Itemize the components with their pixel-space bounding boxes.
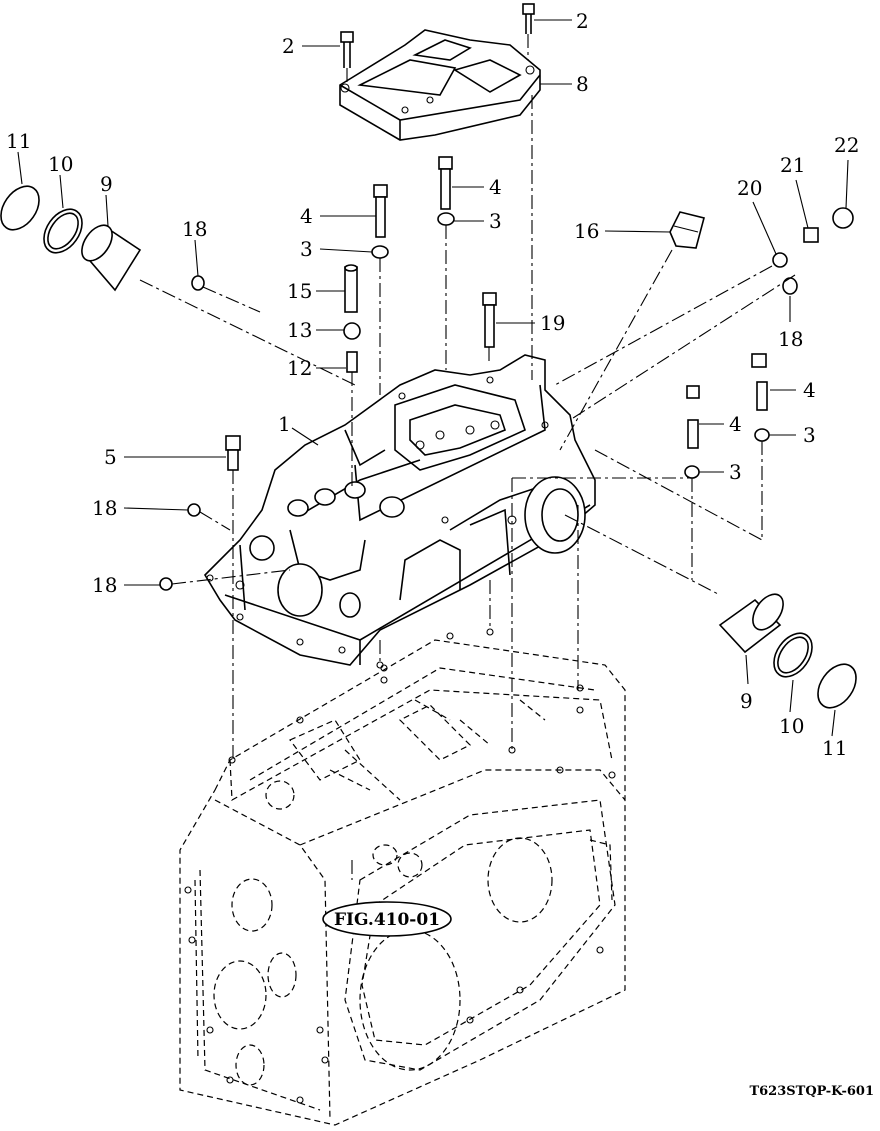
callout-12: 12 [287, 356, 312, 380]
figure-reference-label: FIG.410-01 [334, 910, 440, 930]
callout-9: 9 [740, 689, 753, 713]
callout-18: 18 [778, 327, 803, 351]
callout-3: 3 [300, 237, 313, 261]
callout-10: 10 [48, 152, 73, 176]
callout-9: 9 [100, 172, 113, 196]
callout-4: 4 [729, 412, 742, 436]
callout-11: 11 [822, 736, 847, 760]
callout-4: 4 [300, 204, 313, 228]
callout-1: 1 [278, 412, 291, 436]
callout-8: 8 [576, 72, 589, 96]
callout-22: 22 [834, 133, 859, 157]
callout-3: 3 [489, 209, 502, 233]
callout-3: 3 [803, 423, 816, 447]
transmission-case-outline [179, 628, 626, 1126]
hardware-parts [0, 3, 857, 709]
figure-code: T623STQP-K-601 [749, 1084, 874, 1099]
callout-2: 2 [282, 34, 295, 58]
callout-10: 10 [779, 714, 804, 738]
main-housing [203, 354, 596, 669]
callout-20: 20 [737, 176, 762, 200]
assembly-centerlines [139, 34, 796, 880]
callout-11: 11 [6, 129, 31, 153]
callout-3: 3 [729, 460, 742, 484]
callout-18: 18 [92, 573, 117, 597]
callout-2: 2 [576, 9, 589, 33]
top-cover [339, 29, 541, 141]
callout-5: 5 [104, 445, 117, 469]
callout-13: 13 [287, 318, 312, 342]
callout-21: 21 [780, 153, 805, 177]
callout-18: 18 [92, 496, 117, 520]
callout-4: 4 [489, 175, 502, 199]
callout-15: 15 [287, 279, 312, 303]
callout-4: 4 [803, 378, 816, 402]
callout-numbers: 2 2 8 11 10 9 18 4 3 4 3 16 20 21 22 18 … [6, 9, 859, 760]
figure-reference-badge: FIG.410-01 [322, 901, 452, 937]
callout-leaders [17, 19, 849, 737]
callout-18: 18 [182, 217, 207, 241]
callout-16: 16 [574, 219, 599, 243]
callout-19: 19 [540, 311, 565, 335]
